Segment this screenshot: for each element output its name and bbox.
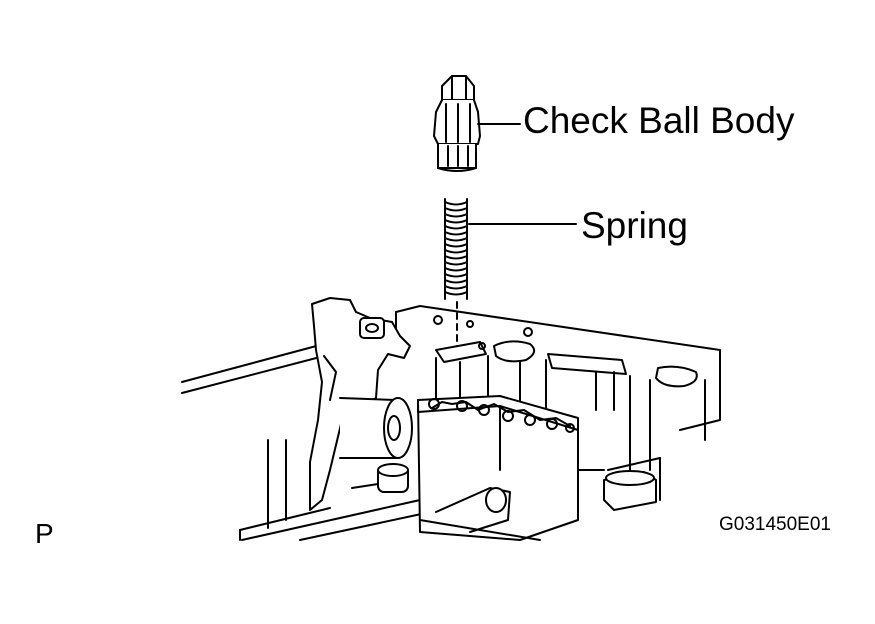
valve-body-housing	[182, 306, 720, 540]
plug-left	[352, 464, 408, 492]
spring-coil	[445, 202, 467, 205]
left-valve-cylinder	[340, 398, 412, 458]
check-ball-body-label: Check Ball Body	[523, 100, 795, 141]
spring-coil	[445, 274, 467, 277]
spring-coil	[445, 226, 467, 229]
spring-coil	[445, 238, 467, 241]
spring-coil	[445, 220, 467, 223]
spring-coil	[445, 232, 467, 235]
spring-label: Spring	[581, 205, 688, 246]
spring-coil	[445, 292, 467, 295]
spring-coil	[445, 262, 467, 265]
spring-part	[445, 199, 467, 299]
spring-coil	[445, 256, 467, 259]
plug-right	[578, 470, 656, 510]
spring-coil	[445, 286, 467, 289]
spring-coil	[445, 208, 467, 211]
oil-pipe	[420, 488, 540, 540]
corner-letter: P	[35, 518, 54, 549]
spring-coil	[445, 244, 467, 247]
check-ball-body-part	[434, 76, 480, 171]
spring-coil	[445, 268, 467, 271]
figure-code: G031450E01	[719, 514, 831, 535]
valve-bores	[434, 316, 697, 410]
spring-coil	[445, 280, 467, 283]
spring-coil	[445, 214, 467, 217]
spring-coil	[445, 250, 467, 253]
